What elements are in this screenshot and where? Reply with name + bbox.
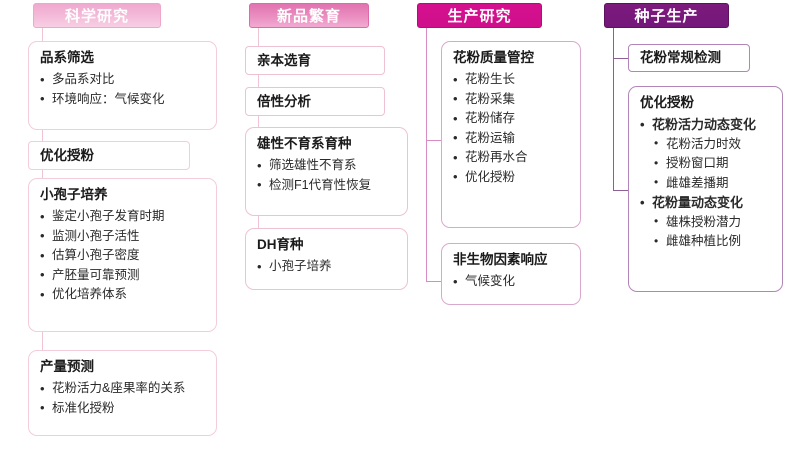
card-ploidy-analysis[interactable]: 倍性分析 <box>245 87 385 116</box>
card-abiotic-response[interactable]: 非生物因素响应 气候变化 <box>441 243 581 305</box>
card-bullet-list: 花粉生长 花粉采集 花粉储存 花粉运输 花粉再水合 优化授粉 <box>453 70 571 187</box>
card-bullet-list: 筛选雄性不育系 检测F1代育性恢复 <box>257 156 398 195</box>
card-title: 品系筛选 <box>40 50 94 65</box>
card-bullet-list: 多品系对比 环境响应：气候变化 <box>40 70 207 109</box>
list-item: 花粉采集 <box>453 89 571 110</box>
list-item: 估算小孢子密度 <box>40 246 207 266</box>
list-item: 花粉储存 <box>453 109 571 129</box>
card-title: 非生物因素响应 <box>453 252 548 267</box>
list-item: 检测F1代育性恢复 <box>257 175 398 196</box>
list-item: 花粉运输 <box>453 128 571 149</box>
connector-spine-col4 <box>613 28 614 191</box>
card-title: 倍性分析 <box>257 94 311 109</box>
connector-branch-col3-1 <box>426 140 442 141</box>
card-title: DH育种 <box>257 237 304 252</box>
list-item: 优化培养体系 <box>40 285 207 305</box>
list-item: 环境响应：气候变化 <box>40 89 207 110</box>
card-optimize-pollination-2[interactable]: 优化授粉 花粉活力动态变化 花粉活力时效 授粉窗口期 雌雄差播期 花粉量动态变化… <box>628 86 783 292</box>
connector-spine-col3 <box>426 28 427 282</box>
list-item: 花粉生长 <box>453 70 571 90</box>
card-title: 产量预测 <box>40 359 94 374</box>
column-header-production-research[interactable]: 生产研究 <box>417 3 542 28</box>
card-bullet-list: 小孢子培养 <box>257 257 398 277</box>
card-male-sterile-breeding[interactable]: 雄性不育系育种 筛选雄性不育系 检测F1代育性恢复 <box>245 127 408 216</box>
list-item: 花粉活力时效 <box>640 134 773 155</box>
card-pollen-quality-control[interactable]: 花粉质量管控 花粉生长 花粉采集 花粉储存 花粉运输 花粉再水合 优化授粉 <box>441 41 581 228</box>
column-header-science-research[interactable]: 科学研究 <box>33 3 161 28</box>
card-line-screening[interactable]: 品系筛选 多品系对比 环境响应：气候变化 <box>28 41 217 130</box>
column-header-new-variety-breeding[interactable]: 新品繁育 <box>249 3 369 28</box>
card-bullet-list: 花粉活力&座果率的关系 标准化授粉 <box>40 379 207 418</box>
list-item: 雄株授粉潜力 <box>640 212 773 233</box>
connector-branch-col3-2 <box>426 281 442 282</box>
list-item: 多品系对比 <box>40 70 207 90</box>
list-item: 筛选雄性不育系 <box>257 156 398 176</box>
card-parent-selection[interactable]: 亲本选育 <box>245 46 385 75</box>
list-item: 花粉活力&座果率的关系 <box>40 379 207 399</box>
card-dh-breeding[interactable]: DH育种 小孢子培养 <box>245 228 408 290</box>
connector-branch-col4-2 <box>613 190 629 191</box>
card-bullet-list: 气候变化 <box>453 272 571 292</box>
list-item: 监测小孢子活性 <box>40 226 207 247</box>
connector-branch-col4-1 <box>613 58 629 59</box>
column-header-seed-production[interactable]: 种子生产 <box>604 3 729 28</box>
list-item: 雌雄种植比例 <box>640 232 773 252</box>
list-item: 鉴定小孢子发育时期 <box>40 207 207 227</box>
card-title: 花粉质量管控 <box>453 50 534 65</box>
list-item: 花粉再水合 <box>453 148 571 168</box>
list-item: 产胚量可靠预测 <box>40 265 207 286</box>
list-item: 小孢子培养 <box>257 257 398 277</box>
card-bullet-list: 花粉活力动态变化 花粉活力时效 授粉窗口期 雌雄差播期 花粉量动态变化 雄株授粉… <box>640 115 773 252</box>
card-bullet-list: 鉴定小孢子发育时期 监测小孢子活性 估算小孢子密度 产胚量可靠预测 优化培养体系 <box>40 207 207 305</box>
card-optimize-pollination-1[interactable]: 优化授粉 <box>28 141 190 170</box>
card-microspore-culture[interactable]: 小孢子培养 鉴定小孢子发育时期 监测小孢子活性 估算小孢子密度 产胚量可靠预测 … <box>28 178 217 332</box>
list-item: 标准化授粉 <box>40 398 207 419</box>
card-title: 花粉常规检测 <box>640 50 721 65</box>
card-title: 小孢子培养 <box>40 187 108 202</box>
list-item: 雌雄差播期 <box>640 173 773 194</box>
list-item: 花粉活力动态变化 <box>640 115 773 135</box>
card-title: 优化授粉 <box>640 95 694 110</box>
card-title: 优化授粉 <box>40 148 94 163</box>
list-item: 授粉窗口期 <box>640 154 773 174</box>
list-item: 优化授粉 <box>453 167 571 188</box>
card-title: 雄性不育系育种 <box>257 136 352 151</box>
card-title: 亲本选育 <box>257 53 311 68</box>
list-item: 花粉量动态变化 <box>640 193 773 213</box>
card-pollen-routine-test[interactable]: 花粉常规检测 <box>628 44 750 72</box>
card-yield-prediction[interactable]: 产量预测 花粉活力&座果率的关系 标准化授粉 <box>28 350 217 436</box>
list-item: 气候变化 <box>453 272 571 292</box>
